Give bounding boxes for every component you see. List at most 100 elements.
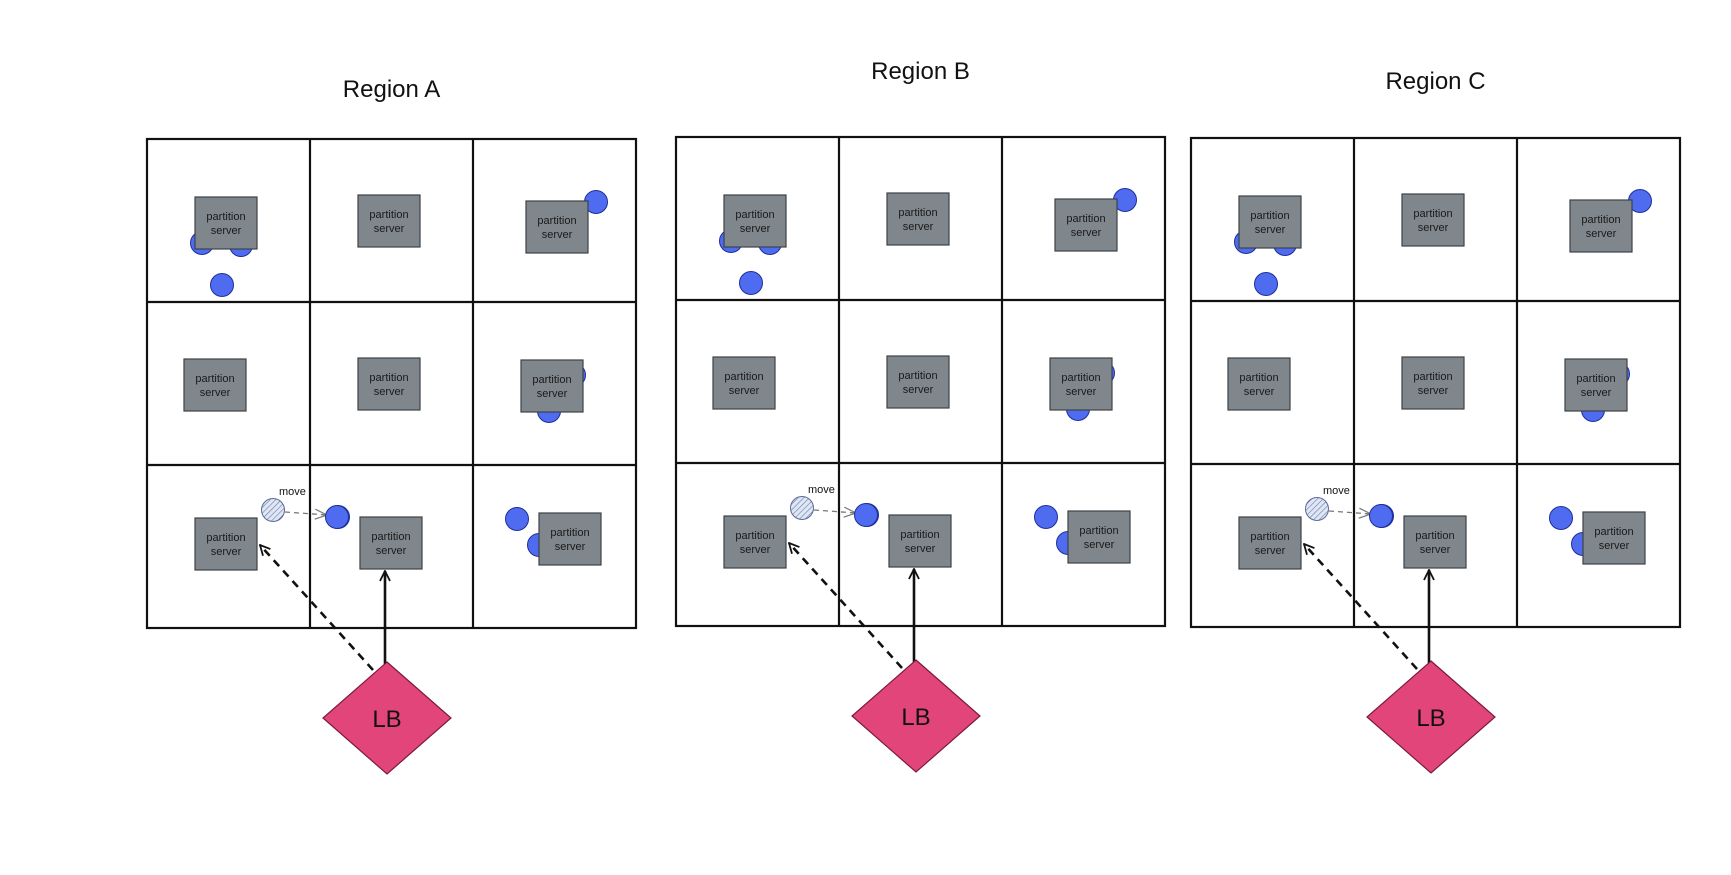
partition-server-label: partition (550, 527, 589, 539)
partition-server-box (712, 356, 776, 410)
partition-server-label: server (1599, 540, 1630, 552)
lb-diamond (1366, 660, 1496, 774)
load-balancer: LB (260, 545, 452, 775)
grid-border (674, 135, 1167, 628)
partition-move: move (261, 486, 349, 529)
partition-server-label: partition (1066, 213, 1105, 225)
partition-server-box (723, 194, 787, 248)
region-c: Region C partition server partition server pa… (1189, 68, 1682, 774)
partition-server-label: partition (898, 207, 937, 219)
partition-circle (1549, 506, 1573, 530)
partition-server-box (886, 192, 950, 246)
partition-server-label: partition (735, 530, 774, 542)
partition-server-box (183, 358, 247, 412)
partition-server: partition server (1049, 357, 1113, 411)
move-arrow (813, 510, 856, 513)
partition-server-label: partition (1061, 372, 1100, 384)
lb-dashed-arrow (1304, 544, 1418, 670)
partition-circle (854, 503, 878, 527)
partition-server-box (1401, 356, 1465, 410)
partition-circle (210, 273, 234, 297)
partition-server-label: server (374, 386, 405, 398)
partition-server-box (357, 194, 421, 248)
partition-server-box (888, 514, 952, 568)
partition-server-label: partition (195, 373, 234, 385)
partition-server-label: server (1084, 539, 1115, 551)
partition-server-box (1067, 510, 1131, 564)
partition-server-label: partition (537, 215, 576, 227)
partition-server-label: partition (1415, 530, 1454, 542)
region-title: Region C (1385, 68, 1485, 95)
partition-server-label: server (1066, 386, 1097, 398)
region-grid (674, 135, 1167, 628)
region-grid (145, 137, 638, 630)
grid-border (1189, 136, 1682, 629)
partition-move: move (790, 484, 878, 527)
lb-diamond (322, 661, 452, 775)
lb-label: LB (1416, 705, 1445, 732)
partition-server-label: partition (371, 531, 410, 543)
lb-diamond (851, 659, 981, 773)
lb-label: LB (901, 704, 930, 731)
partition-server: partition server (525, 200, 589, 254)
partition-server-box (1569, 199, 1633, 253)
partition-circle (1254, 272, 1278, 296)
partition-server-box (520, 359, 584, 413)
lb-label: LB (372, 706, 401, 733)
partition-server-label: server (211, 546, 242, 558)
grid-border (145, 137, 638, 630)
partition-server-label: partition (206, 211, 245, 223)
partition-server-box (194, 517, 258, 571)
move-label: move (1323, 485, 1350, 497)
region-grid (1189, 136, 1682, 629)
partition-server-box (357, 357, 421, 411)
partition-server: partition server (723, 194, 787, 248)
migrating-partition-circle (790, 496, 814, 520)
partition-server-label: server (740, 223, 771, 235)
partition-server-box (1227, 357, 1291, 411)
partition-server-box (1054, 198, 1118, 252)
partition-server-label: partition (1576, 373, 1615, 385)
partition-server-box (359, 516, 423, 570)
partition-server-label: partition (1250, 531, 1289, 543)
partition-server-box (1403, 515, 1467, 569)
partition-server-label: partition (735, 209, 774, 221)
partition-server-label: server (211, 225, 242, 237)
partition-circle (325, 505, 349, 529)
partition-circle (1369, 504, 1393, 528)
partition-server: partition server (1238, 516, 1302, 570)
region-b: Region B partition server partition server pa… (674, 58, 1167, 773)
partition-server-label: partition (1594, 526, 1633, 538)
partition-server-label: server (1244, 386, 1275, 398)
partition-server-label: server (374, 223, 405, 235)
partition-server-label: partition (1413, 208, 1452, 220)
move-label: move (808, 484, 835, 496)
partition-server-label: server (537, 388, 568, 400)
partition-server-box (525, 200, 589, 254)
partition-server-box (194, 196, 258, 250)
partition-server: partition server (194, 196, 258, 250)
partition-server-label: server (542, 229, 573, 241)
region-title: Region B (871, 58, 970, 85)
partition-server-label: partition (1250, 210, 1289, 222)
partition-server-label: server (1255, 545, 1286, 557)
migrating-partition-circle (1305, 497, 1329, 521)
partition-server-label: server (1586, 228, 1617, 240)
lb-dashed-arrow (789, 543, 903, 669)
partition-server-label: partition (1079, 525, 1118, 537)
partition-circle (505, 507, 529, 531)
partition-server: partition server (1067, 510, 1131, 564)
